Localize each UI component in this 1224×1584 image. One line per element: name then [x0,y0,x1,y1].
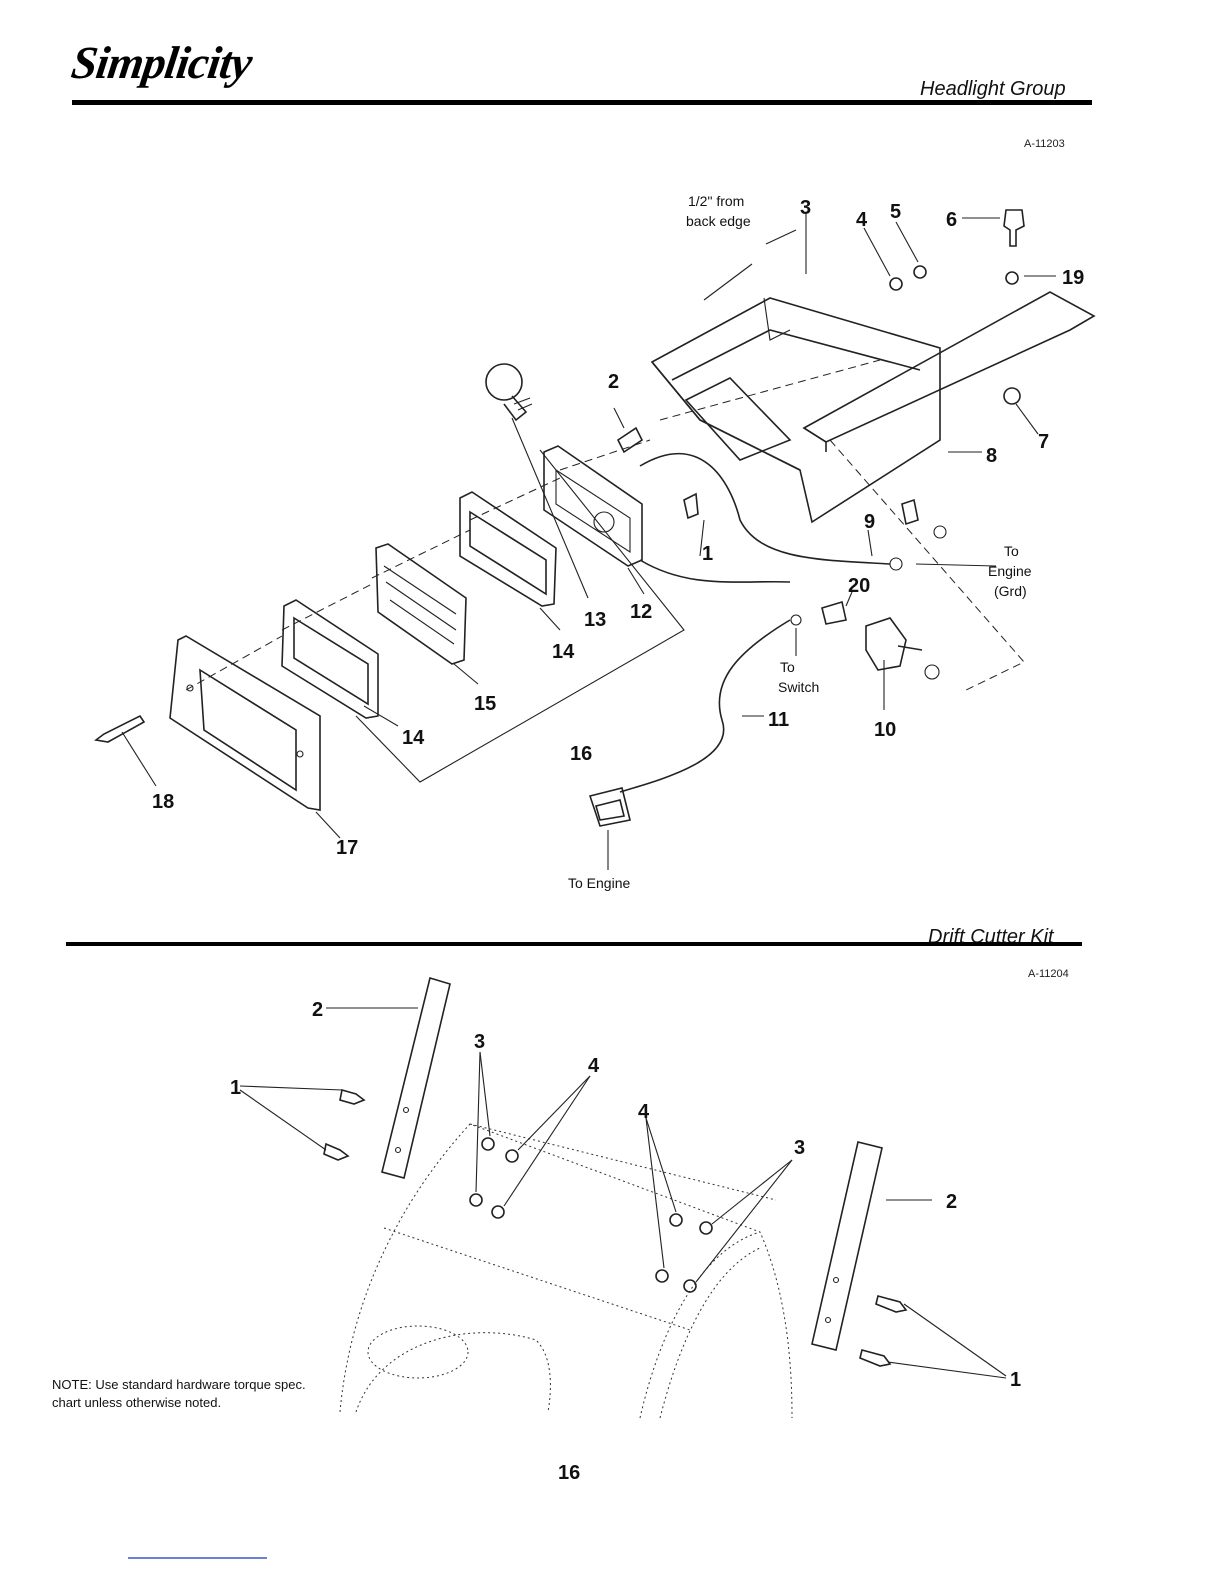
gasket-front [282,600,378,718]
callout-17: 17 [336,837,358,859]
drift-callout-4-right: 4 [638,1101,650,1123]
wire-11 [620,620,790,792]
label-to-engine-grd-3: (Grd) [994,583,1027,599]
label-to-engine: To Engine [568,875,630,891]
drift-cutter-bar-right [812,1142,882,1350]
plug [590,788,630,826]
washer-left-2 [470,1194,482,1206]
bulb [486,364,532,420]
callout-8: 8 [986,445,997,467]
drift-callout-1-right: 1 [1010,1369,1021,1391]
label-to-switch-2: Switch [778,679,819,695]
bolt-right-lower [860,1350,890,1366]
mounting-bracket [804,292,1094,452]
washer-right-2 [684,1280,696,1292]
nut-7 [1004,388,1020,404]
callout-12: 12 [630,601,652,623]
bolt-18 [96,716,144,742]
bolt-left-upper [340,1090,364,1104]
sealed-beam-lamp [376,544,466,664]
bracket-9 [902,500,918,524]
callout-13: 13 [584,609,606,631]
drift-callout-3-right: 3 [794,1137,805,1159]
bolt-right-upper [876,1296,906,1312]
gasket-rear [460,492,556,606]
bottom-link-underline [128,1557,267,1559]
hardware-note: NOTE: Use standard hardware torque spec.… [52,1376,312,1412]
nut-left-2 [492,1206,504,1218]
washer-right-1 [700,1222,712,1234]
label-half-inch-1: 1/2" from [688,193,744,209]
callout-15: 15 [474,693,496,715]
washer-left-1 [482,1138,494,1150]
callout-16: 16 [570,743,592,765]
callout-9: 9 [864,511,875,533]
label-to-engine-grd-1: To [1004,543,1019,559]
bolt-left-lower [324,1144,348,1160]
callout-3: 3 [800,197,811,219]
drift-callout-2-right: 2 [946,1191,957,1213]
headlight-exploded-view: 1 2 3 4 5 6 7 8 9 10 11 12 13 14 14 15 1… [96,193,1094,891]
callout-6: 6 [946,209,957,231]
callout-10: 10 [874,719,896,741]
callout-4: 4 [856,209,868,231]
connector-20 [822,602,846,624]
callout-18: 18 [152,791,174,813]
label-half-inch-2: back edge [686,213,751,229]
callout-5: 5 [890,201,901,223]
callout-11: 11 [768,709,789,731]
washer-4 [890,278,902,290]
clip [684,494,698,518]
drift-cutter-exploded-view: 1 1 2 2 3 3 4 4 [230,978,1021,1418]
snowthrower-housing [340,1124,792,1418]
drift-callout-2-left: 2 [312,999,323,1021]
toggle-switch [866,618,939,679]
nut-left-1 [506,1150,518,1162]
bolt-6 [1004,210,1024,246]
washer-19 [1006,272,1018,284]
callout-14a: 14 [552,641,575,663]
drift-callout-1-left: 1 [230,1077,241,1099]
ground-wire [640,454,890,564]
bezel [170,636,320,810]
callout-14b: 14 [402,727,425,749]
nut-right-1 [670,1214,682,1226]
drift-callout-4-left: 4 [588,1055,600,1077]
callout-2: 2 [608,371,619,393]
callout-7: 7 [1038,431,1049,453]
callout-1: 1 [702,543,713,565]
page-number: 16 [558,1462,580,1485]
bushing [618,428,642,452]
label-to-switch-1: To [780,659,795,675]
nut-5 [914,266,926,278]
drift-callout-3-left: 3 [474,1031,485,1053]
nut-right-2 [656,1270,668,1282]
lamp-housing [544,446,642,566]
label-to-engine-grd-2: Engine [988,563,1032,579]
callout-19: 19 [1062,267,1084,289]
callout-20: 20 [848,575,870,597]
